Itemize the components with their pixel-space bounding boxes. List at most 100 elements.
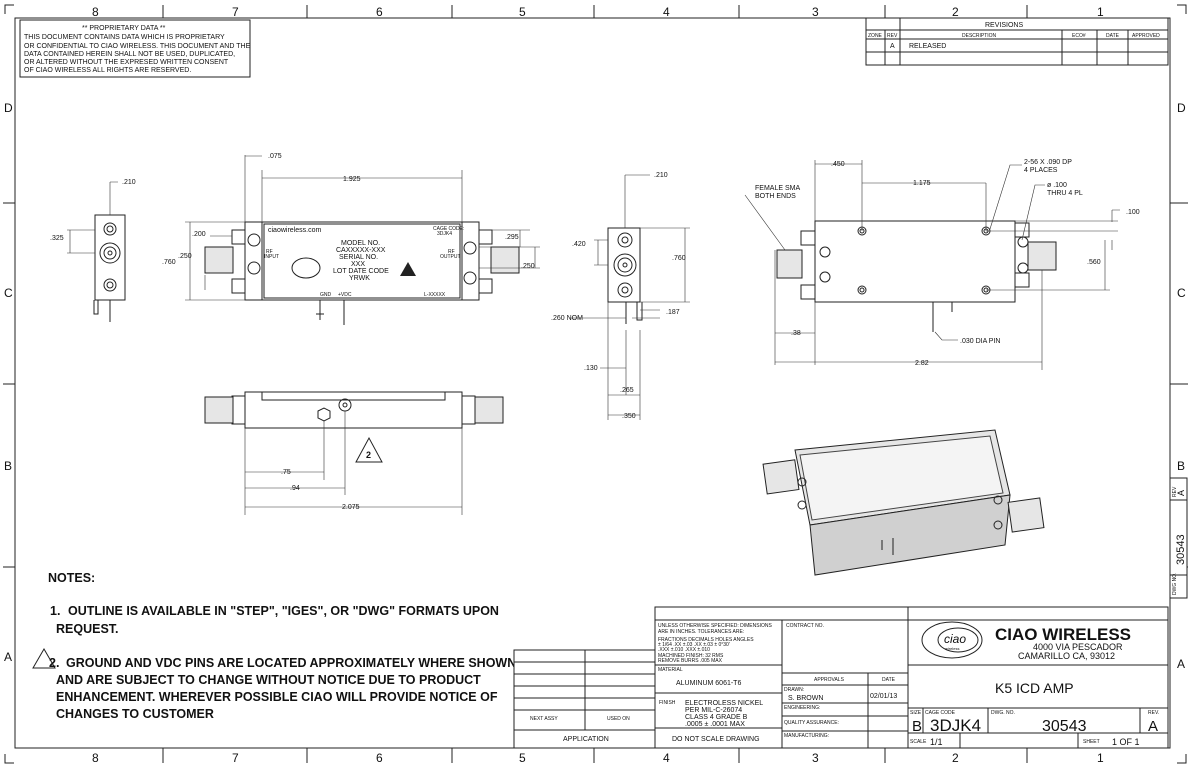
note-line: GROUND AND VDC PINS ARE LOCATED APPROXIM… <box>66 656 516 670</box>
approvals-label: APPROVALS <box>814 677 845 683</box>
finish-label: FINISH <box>659 700 676 706</box>
tolerance-line: .XXX ±.010 .XXX ±.010 <box>658 647 710 653</box>
notes: NOTES: 1. OUTLINE IS AVAILABLE IN "STEP"… <box>32 571 516 721</box>
tolerance-line: MACHINED FINISH: 32 RMS <box>658 653 724 659</box>
dim-label: .200 <box>192 231 206 238</box>
dim-label: .295 <box>505 234 519 241</box>
zone-col: 4 <box>663 5 670 19</box>
zone-col: 7 <box>232 751 239 765</box>
do-not-scale-label: DO NOT SCALE DRAWING <box>672 736 760 743</box>
size-label: SIZE <box>910 710 922 716</box>
dim-label: .130 <box>584 365 598 372</box>
label-rf-input: INPUT <box>264 254 279 260</box>
finish-line: PER MIL-C-26074 <box>685 707 742 714</box>
label-gnd: GND <box>320 292 332 298</box>
zone-row: B <box>4 459 12 473</box>
dim-label: THRU 4 PL <box>1047 190 1083 197</box>
zone-col: 6 <box>376 751 383 765</box>
dim-label: 4 PLACES <box>1024 167 1058 174</box>
finish-line: CLASS 4 GRADE B <box>685 714 748 721</box>
label-rf-output: OUTPUT <box>440 254 461 260</box>
scale-label: SCALE <box>910 739 927 745</box>
cage-code-label: CAGE CODE <box>925 710 956 716</box>
dim-label: ø .100 <box>1047 182 1067 189</box>
rev-header: REV <box>887 33 898 39</box>
note-number: 1. <box>50 604 60 618</box>
qa-label: QUALITY ASSURANCE: <box>784 720 839 726</box>
rev-label: REV. <box>1148 710 1159 716</box>
contract-label: CONTRACT NO. <box>786 623 824 629</box>
dwg-no-value: 30543 <box>1042 718 1087 735</box>
finish-line: .0005 ± .0001 MAX <box>685 721 745 728</box>
date-label: DATE <box>882 677 896 683</box>
dim-label: 1.175 <box>913 180 931 187</box>
logo-subtext: wireless <box>945 646 959 651</box>
zone-row: C <box>4 286 13 300</box>
zone-col: 3 <box>812 5 819 19</box>
zone-row: D <box>1177 101 1186 115</box>
note-line: AND ARE SUBJECT TO CHANGE WITHOUT NOTICE… <box>56 673 481 687</box>
zone-col: 1 <box>1097 751 1104 765</box>
drawn-label: DRAWN: <box>784 687 804 693</box>
label-vdc: +VDC <box>338 292 352 298</box>
rev-value: A <box>1148 718 1158 735</box>
company-address: CAMARILLO CA, 93012 <box>1018 651 1115 661</box>
zone-row: D <box>4 101 13 115</box>
manufacturing-label: MANUFACTURING: <box>784 733 829 739</box>
dim-label: .100 <box>1126 209 1140 216</box>
dim-label: .420 <box>572 241 586 248</box>
proprietary-line: THIS DOCUMENT CONTAINS DATA WHICH IS PRO… <box>24 34 225 41</box>
company-name: CIAO WIRELESS <box>995 625 1131 644</box>
finish-line: ELECTROLESS NICKEL <box>685 700 763 707</box>
dim-label: .250 <box>521 263 535 270</box>
proprietary-title: ** PROPRIETARY DATA ** <box>82 25 166 32</box>
note-flag-icon <box>32 648 56 669</box>
zone-col: 2 <box>952 5 959 19</box>
note-flag-number: 2 <box>366 450 371 460</box>
label-model: SERIAL NO. <box>339 254 378 261</box>
bottom-view: 2 .75 .94 2.075 <box>204 391 504 515</box>
rev-description: RELEASED <box>909 43 946 50</box>
note-line: OUTLINE IS AVAILABLE IN "STEP", "IGES", … <box>68 604 499 618</box>
dim-label: .265 <box>620 387 634 394</box>
company-address: 4000 VIA PESCADOR <box>1033 642 1123 652</box>
rev-header: APPROVED <box>1132 33 1160 39</box>
rev-header: DATE <box>1106 33 1120 39</box>
sheet-label: SHEET <box>1083 739 1100 745</box>
dim-label: .260 NOM <box>551 315 583 322</box>
note-number: 2. <box>49 656 59 670</box>
side-tab-dwg-label: DWG NO. <box>1172 573 1178 596</box>
note-line: REQUEST. <box>56 622 119 636</box>
end-view-left: .210 .325 <box>50 179 136 322</box>
zone-labels: 8 7 6 5 4 3 2 1 8 7 6 5 4 3 2 1 D C B A … <box>4 5 1186 765</box>
dim-label: BOTH ENDS <box>755 193 796 200</box>
label-cage: CAGE CODE: <box>433 226 464 232</box>
note-flag-icon <box>355 436 383 463</box>
dim-label: .325 <box>50 235 64 242</box>
rev-header: DESCRIPTION <box>962 33 997 39</box>
revisions-title: REVISIONS <box>985 22 1023 29</box>
dim-label: .760 <box>162 259 176 266</box>
dim-label: .250 <box>178 253 192 260</box>
side-tab-rev: A <box>1176 490 1186 496</box>
zone-col: 5 <box>519 751 526 765</box>
dim-label: 2-56 X .090 DP <box>1024 159 1072 166</box>
zone-row: A <box>4 650 12 664</box>
label-model: LOT DATE CODE <box>333 268 389 275</box>
logo-text: ciao <box>944 632 966 646</box>
label-model: MODEL NO. <box>341 240 380 247</box>
zone-row: A <box>1177 657 1185 671</box>
dim-label: .560 <box>1087 259 1101 266</box>
proprietary-line: OR CONFIDENTIAL TO CIAO WIRELESS. THIS D… <box>24 43 251 50</box>
proprietary-notice: ** PROPRIETARY DATA ** THIS DOCUMENT CON… <box>19 19 251 78</box>
zone-col: 1 <box>1097 5 1104 19</box>
side-view: .210 .420 .760 .260 NOM .187 .130 .265 .… <box>551 172 690 420</box>
rev-header: ECO# <box>1072 33 1086 39</box>
esd-warning-icon <box>400 262 416 276</box>
label-model: YRWK <box>349 275 370 282</box>
dwg-no-label: DWG. NO. <box>991 710 1015 716</box>
zone-col: 8 <box>92 751 99 765</box>
side-tab-dwg: 30543 <box>1175 534 1187 565</box>
notes-title: NOTES: <box>48 571 95 585</box>
